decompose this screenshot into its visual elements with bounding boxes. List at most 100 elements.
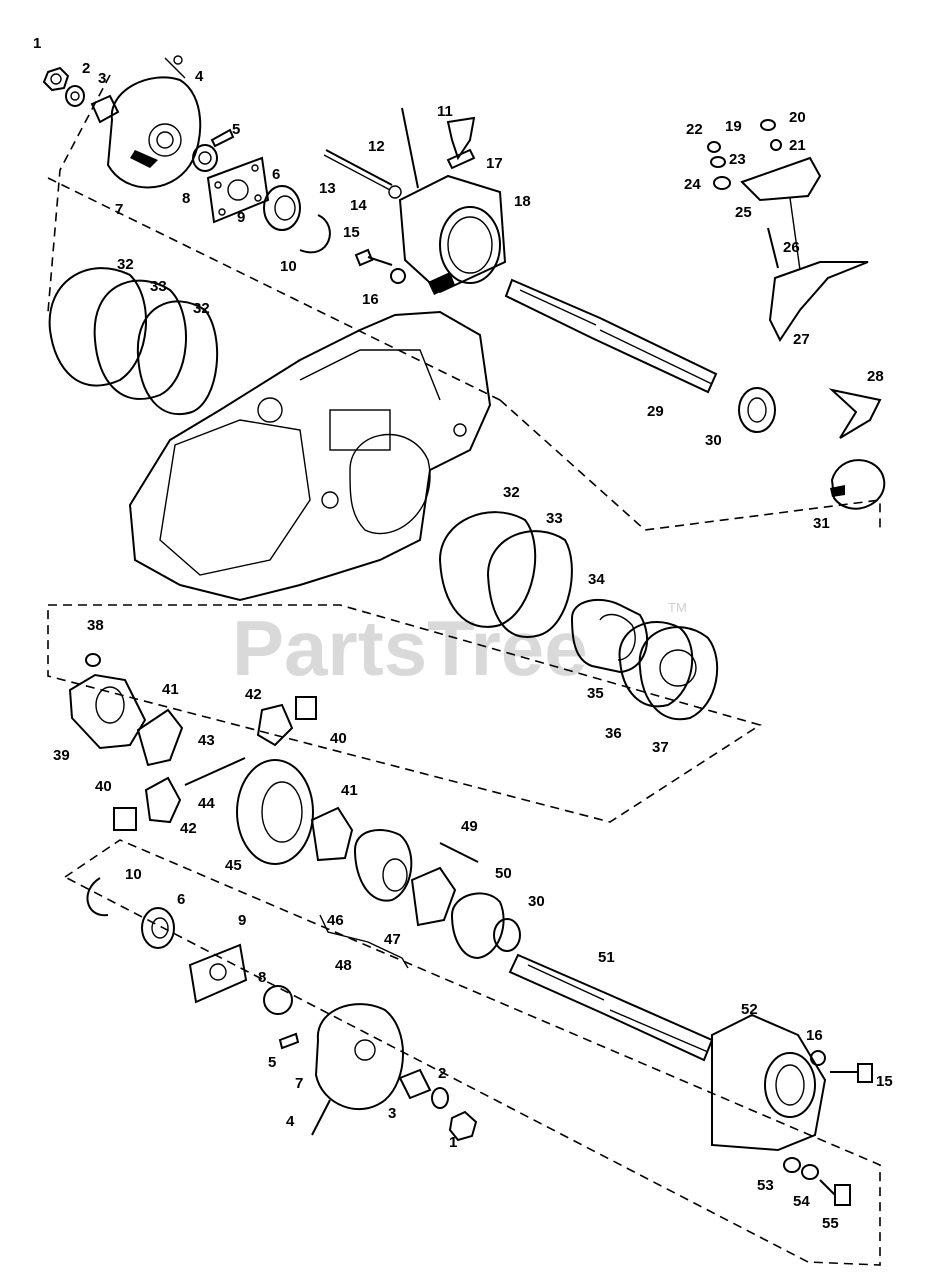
- callout-4-lower: 4: [286, 1113, 295, 1130]
- callout-43: 43: [198, 732, 215, 749]
- callout-25: 25: [735, 204, 752, 221]
- callout-6-lower: 6: [177, 891, 185, 908]
- plate-part-9-lower: [188, 943, 248, 1004]
- callout-33-upper: 33: [150, 278, 167, 295]
- bottom-left-axle-parts: [86, 877, 478, 1142]
- callout-23: 23: [729, 151, 746, 168]
- washer-part-2: [65, 85, 85, 107]
- callout-16: 16: [362, 291, 379, 308]
- plate-part-9: [206, 156, 270, 224]
- nut-part-38: [85, 653, 101, 667]
- callout-1: 1: [33, 35, 41, 52]
- gasket-part-33-upper: [93, 279, 187, 400]
- callout-40-upper: 40: [330, 730, 347, 747]
- bearing-part-47: [410, 866, 457, 927]
- callout-14: 14: [350, 197, 367, 214]
- part-24: [713, 176, 731, 190]
- callout-30-upper: 30: [705, 432, 722, 449]
- seal-part-36: [618, 621, 694, 708]
- callout-7: 7: [115, 201, 123, 218]
- bearing-part-6: [263, 185, 301, 231]
- bolt-part-15: [354, 248, 393, 267]
- callout-18: 18: [514, 193, 531, 210]
- callout-34: 34: [588, 571, 605, 588]
- callout-21: 21: [789, 137, 806, 154]
- callout-45: 45: [225, 857, 242, 874]
- pin-part-44: [184, 757, 246, 786]
- callout-50: 50: [495, 865, 512, 882]
- transaxle-case: [128, 310, 492, 602]
- snap-ring-part-10: [299, 214, 331, 254]
- housing-52-group: [711, 1013, 873, 1206]
- watermark-trademark: TM: [668, 600, 687, 615]
- washer-part-16: [390, 268, 406, 284]
- pin-part-4-lower: [311, 1099, 331, 1136]
- part-23: [710, 156, 726, 168]
- callout-8-lower: 8: [258, 969, 266, 986]
- callout-26: 26: [783, 239, 800, 256]
- bracket-part-25: [740, 156, 822, 202]
- watermark-text: PartsTree: [232, 604, 588, 692]
- callout-32-upper-right: 32: [193, 300, 210, 317]
- pin-part-12: [401, 107, 419, 189]
- shift-linkage-parts: [707, 119, 886, 510]
- bevel-gear-part-41-upper: [136, 708, 184, 767]
- bushing-part-8-lower: [263, 985, 293, 1015]
- bolt-part-49: [439, 842, 479, 863]
- callout-6: 6: [272, 166, 280, 183]
- snap-ring-part-10-lower: [86, 877, 109, 917]
- housing-part-52: [711, 1013, 827, 1152]
- callout-2: 2: [82, 60, 90, 77]
- shaft-51-group: [508, 953, 714, 1062]
- callout-3: 3: [98, 70, 106, 87]
- callout-4: 4: [195, 68, 204, 85]
- block-part-40-upper: [295, 696, 317, 720]
- spacer-part-3: [90, 94, 120, 124]
- bevel-gear-part-41-lower: [310, 806, 354, 862]
- callout-49: 49: [461, 818, 478, 835]
- shaft-part-29: [504, 278, 718, 394]
- callout-5: 5: [232, 121, 240, 138]
- callout-27: 27: [793, 331, 810, 348]
- case-body: [128, 310, 492, 602]
- callout-5-lower: 5: [268, 1054, 276, 1071]
- callout-17: 17: [486, 155, 503, 172]
- callout-labels: 1 2 3 4 5 7 8 9 6 10 11 12 17 13 14 18 1…: [33, 35, 893, 1232]
- callout-10: 10: [280, 258, 297, 275]
- callout-22: 22: [686, 121, 703, 138]
- callout-19: 19: [725, 118, 742, 135]
- pin-part-26: [767, 227, 779, 269]
- callout-10-lower: 10: [125, 866, 142, 883]
- callout-32-lower: 32: [503, 484, 520, 501]
- callout-30-lower: 30: [528, 893, 545, 910]
- part-21: [770, 139, 782, 151]
- callout-28: 28: [867, 368, 884, 385]
- gasket-part-33-lower: [486, 530, 573, 638]
- part-19: [760, 119, 776, 131]
- callout-46: 46: [327, 912, 344, 929]
- callout-7-lower: 7: [295, 1075, 303, 1092]
- bushing-part-8: [192, 144, 218, 172]
- callout-54: 54: [793, 1193, 810, 1210]
- callout-37: 37: [652, 739, 669, 756]
- axle-cover-part-7-lower: [314, 1003, 404, 1110]
- callout-55: 55: [822, 1215, 839, 1232]
- callout-8: 8: [182, 190, 190, 207]
- callout-38: 38: [87, 617, 104, 634]
- carrier-part-46: [353, 829, 413, 902]
- callout-12: 12: [368, 138, 385, 155]
- ring-gear-part-45: [236, 759, 314, 865]
- callout-42-lower: 42: [180, 820, 197, 837]
- callout-36: 36: [605, 725, 622, 742]
- callout-32-upper-left: 32: [117, 256, 134, 273]
- callout-33-lower: 33: [546, 510, 563, 527]
- carrier-part-39: [68, 673, 147, 750]
- axle-cover-part-7: [106, 76, 202, 189]
- bolt-part-15-lower: [830, 1063, 873, 1083]
- bracket-48: [319, 914, 409, 969]
- bearing-cup-part-34: [570, 598, 649, 674]
- shift-lever-part-27: [768, 261, 869, 342]
- shaft-part-51: [508, 953, 714, 1062]
- callout-39: 39: [53, 747, 70, 764]
- washer-part-14: [388, 185, 402, 199]
